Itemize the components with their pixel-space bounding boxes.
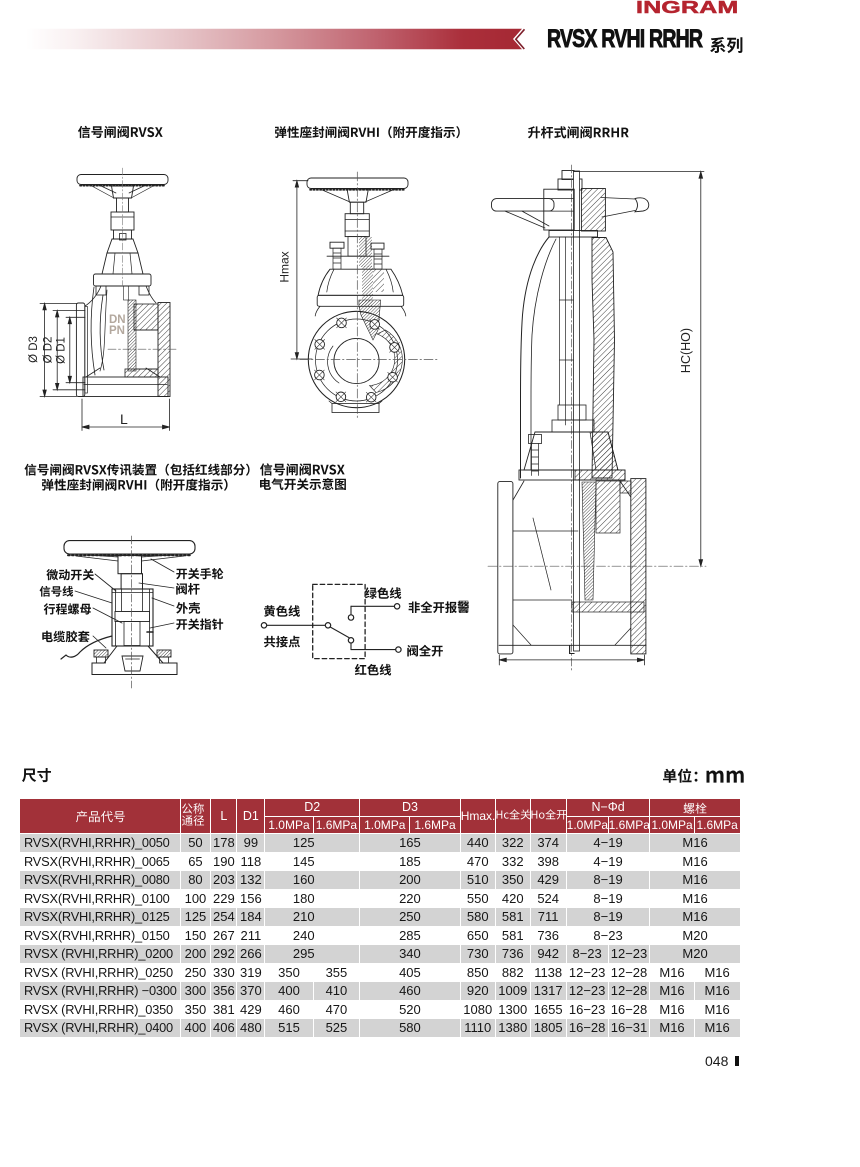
svg-text:L: L: [568, 643, 575, 657]
svg-text:Hmax: Hmax: [278, 251, 292, 282]
svg-text:L: L: [120, 411, 128, 427]
svg-text:Ø D3: Ø D3: [28, 336, 40, 363]
svg-text:Ø D1: Ø D1: [56, 337, 68, 364]
svg-text:Ø D2: Ø D2: [43, 337, 55, 364]
svg-text:HC(HO): HC(HO): [679, 328, 693, 373]
svg-text:DN: DN: [109, 314, 126, 326]
svg-text:PN: PN: [109, 325, 125, 337]
